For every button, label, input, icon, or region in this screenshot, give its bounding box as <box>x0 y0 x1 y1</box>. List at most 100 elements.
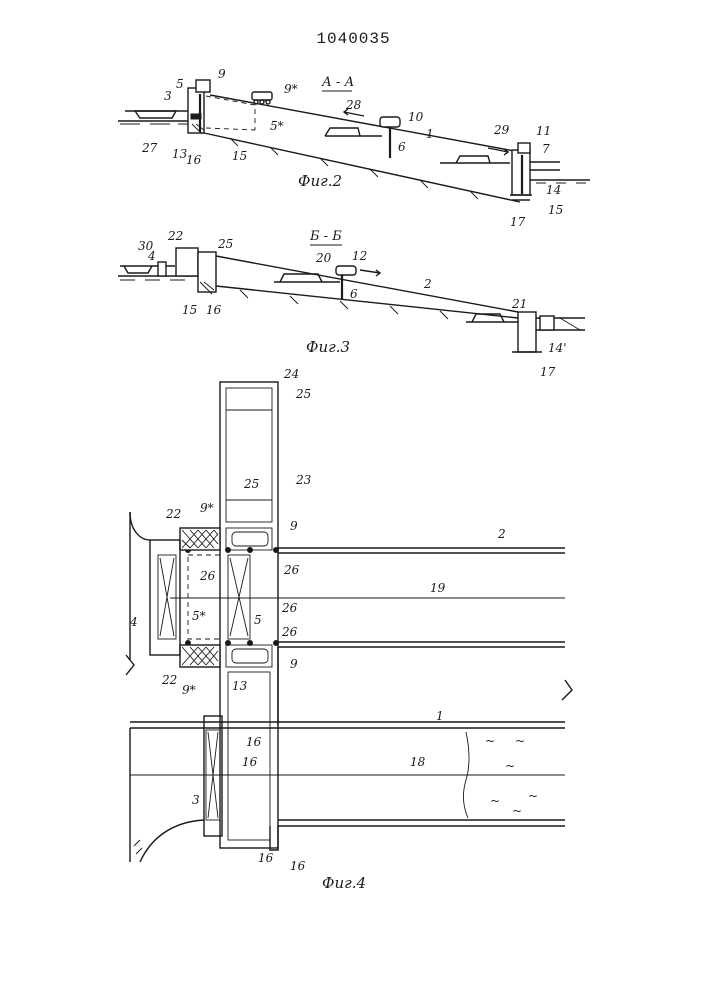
fig4-label: 16 <box>258 851 274 865</box>
fig2-label: 9 <box>218 67 226 81</box>
fig2-label: 29 <box>493 123 510 137</box>
fig4-seal <box>226 641 231 646</box>
fig2-label: 27 <box>141 141 158 155</box>
fig3-trolley-12 <box>336 266 356 275</box>
fig3-right-hatch <box>560 318 580 330</box>
fig4-seal <box>226 548 231 553</box>
fig4-tower-inner-top <box>226 388 272 522</box>
fig4-water-mark: ~ <box>515 734 525 748</box>
fig4-label: 16 <box>290 859 306 873</box>
fig2-rope-1 <box>210 95 520 152</box>
fig2-label: 10 <box>408 110 424 124</box>
fig3-lift-22 <box>176 248 198 276</box>
fig4-label: 19 <box>430 581 446 595</box>
fig4-water-mark: ~ <box>528 789 538 803</box>
fig4-label: 16 <box>246 735 262 749</box>
fig4-gate-4-cross <box>160 558 174 636</box>
fig2-chamber-left <box>188 88 204 133</box>
fig4-right-break <box>562 680 572 700</box>
fig4-water-mark: ~ <box>490 794 500 808</box>
fig3-chamber-25 <box>198 252 216 292</box>
fig4-left-wall-curve <box>130 512 150 540</box>
fig4-seal <box>248 641 253 646</box>
fig2-arrow-right <box>488 148 508 155</box>
fig3-label: 25 <box>217 237 233 251</box>
fig2-label: 1 <box>426 127 434 141</box>
fig4-upper-trolley-box <box>226 528 272 550</box>
fig4-trolley-9-upper <box>232 532 268 546</box>
fig2-label: 9* <box>284 82 298 96</box>
fig3-right-gate <box>540 316 554 330</box>
fig4-label: 22 <box>165 507 181 521</box>
fig3-label: 21 <box>511 297 527 311</box>
fig3-label: 17 <box>540 365 556 379</box>
fig2-label: 28 <box>345 98 362 112</box>
fig2-label: 16 <box>186 153 202 167</box>
fig3-label: 12 <box>352 249 367 263</box>
figure-3: Б - Б <box>118 229 585 379</box>
fig2-right-channel <box>530 162 560 170</box>
figure-4: ~ ~ ~ ~ ~ ~ 24 25 23 25 22 9* 9 2 26 26 <box>126 367 572 892</box>
fig4-label: 25 <box>243 477 259 491</box>
fig3-rope-2 <box>216 256 518 312</box>
figure-2: А - А <box>118 67 590 229</box>
fig3-label: 15 <box>182 303 197 317</box>
fig2-trolley-9-star <box>252 92 272 100</box>
fig3-arrow-right <box>360 270 380 276</box>
fig2-label: 7 <box>542 142 550 156</box>
fig4-label: 2 <box>497 527 506 541</box>
fig3-gate-4 <box>158 262 166 276</box>
fig2-caption: Фиг.2 <box>298 172 342 190</box>
fig4-label: 9 <box>290 519 298 533</box>
fig2-label: 15 <box>232 149 247 163</box>
fig4-chamber-2-top <box>278 548 565 553</box>
fig4-water-mark: ~ <box>512 804 522 818</box>
fig4-lower-trolley-box <box>226 645 272 667</box>
fig2-trolley-10 <box>380 117 400 127</box>
fig2-section-label: А - А <box>321 75 354 90</box>
fig3-chamber-right <box>518 312 536 352</box>
fig2-label: 5 <box>176 77 184 91</box>
fig2-boat-29 <box>456 156 490 163</box>
fig3-slope-hatch <box>240 290 448 319</box>
fig2-boat-27 <box>135 111 176 118</box>
fig2-right-foundation <box>510 195 532 200</box>
fig4-label: 9* <box>182 683 196 697</box>
fig2-label: 5* <box>270 119 284 133</box>
fig4-lower-end <box>270 826 278 850</box>
fig4-caption: Фиг.4 <box>322 874 366 892</box>
fig4-chamber-1-bottom <box>278 820 565 826</box>
fig4-seal <box>274 548 279 553</box>
fig4-trolley-9-lower <box>232 649 268 663</box>
fig4-label: 9 <box>290 657 298 671</box>
fig4-chamber-2-bottom <box>278 642 565 647</box>
fig3-label: 14' <box>548 341 567 355</box>
fig4-label: 18 <box>410 755 426 769</box>
fig4-label: 3 <box>192 793 200 807</box>
fig3-label: 20 <box>315 251 332 265</box>
fig4-label: 4 <box>129 615 138 629</box>
fig4-label: 26 <box>199 569 216 583</box>
fig2-trolley-wheel <box>266 100 270 104</box>
fig3-label: 22 <box>167 229 183 243</box>
fig2-label: 14 <box>546 183 561 197</box>
fig4-label: 5 <box>254 613 262 627</box>
fig2-gate-5-star-path <box>206 96 255 130</box>
fig4-label: 25 <box>295 387 311 401</box>
fig4-label: 22 <box>161 673 177 687</box>
fig4-gate-5-star <box>188 555 220 639</box>
fig4-label: 26 <box>281 625 298 639</box>
fig4-label: 5* <box>192 609 206 623</box>
fig2-lift-11 <box>518 143 530 153</box>
fig4-label: 26 <box>281 601 298 615</box>
fig4-head-4-frame <box>150 540 180 655</box>
fig3-label: 6 <box>350 287 358 301</box>
fig4-tower-outer <box>220 382 278 848</box>
fig2-trolley-wheel <box>260 100 264 104</box>
fig3-label: 16 <box>206 303 222 317</box>
fig4-water-mark: ~ <box>505 759 515 773</box>
fig4-water-mark: ~ <box>485 734 495 748</box>
fig4-label: 23 <box>295 473 312 487</box>
fig4-seal <box>248 548 253 553</box>
